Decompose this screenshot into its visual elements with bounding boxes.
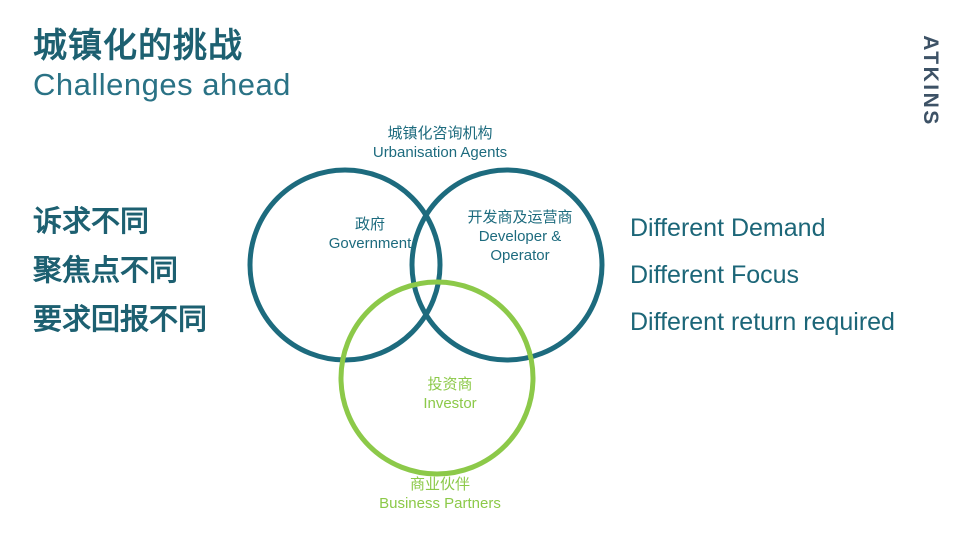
venn-circle-developer-operator[interactable]	[409, 167, 605, 363]
brand-logo: ATKINS	[910, 26, 950, 136]
venn-label-urbanisation-agents-en: Urbanisation Agents	[372, 144, 508, 161]
venn-label-investor-en: Investor	[423, 395, 477, 412]
venn-label-business-partners-cn: 商业伙伴	[409, 476, 470, 493]
venn-label-government-cn: 政府	[354, 216, 385, 233]
venn-label-investor-cn: 投资商	[427, 376, 473, 393]
right-points-list: Different Demand Different Focus Differe…	[630, 205, 956, 346]
right-point-3: Different return required	[630, 308, 895, 336]
venn-label-business-partners-en: Business Partners	[379, 495, 501, 512]
venn-circles-svg	[247, 167, 605, 477]
venn-label-investor: 投资商 Investor	[365, 375, 535, 413]
venn-diagram: 城镇化咨询机构 Urbanisation Agents 政府 Governmen…	[240, 110, 640, 530]
left-points-list: 诉求不同 聚焦点不同 要求回报不同	[33, 198, 263, 345]
venn-label-urbanisation-agents-cn: 城镇化咨询机构	[387, 125, 493, 142]
venn-label-urbanisation-agents: 城镇化咨询机构 Urbanisation Agents	[320, 124, 560, 162]
venn-label-government-en: Government	[328, 235, 412, 252]
title-block: 城镇化的挑战 Challenges ahead	[33, 26, 593, 104]
right-point-2: Different Focus	[630, 261, 800, 289]
venn-label-business-partners: 商业伙伴 Business Partners	[335, 475, 545, 513]
venn-label-developer-operator-en: Developer &	[478, 228, 562, 245]
venn-label-developer-operator-en2: Operator	[490, 247, 550, 264]
venn-label-government: 政府 Government	[285, 215, 455, 253]
right-point-1: Different Demand	[630, 214, 826, 242]
left-point-3: 要求回报不同	[33, 304, 208, 336]
page-title-cn: 城镇化的挑战	[33, 27, 243, 65]
venn-label-developer-operator-cn: 开发商及运营商	[467, 209, 573, 226]
brand-logo-text: ATKINS	[919, 35, 942, 127]
left-point-1: 诉求不同	[33, 206, 150, 238]
venn-label-developer-operator: 开发商及运营商 Developer & Operator	[435, 208, 605, 265]
left-point-2: 聚焦点不同	[33, 255, 179, 287]
page-title-en: Challenges ahead	[33, 67, 291, 102]
venn-circle-investor[interactable]	[338, 279, 536, 477]
